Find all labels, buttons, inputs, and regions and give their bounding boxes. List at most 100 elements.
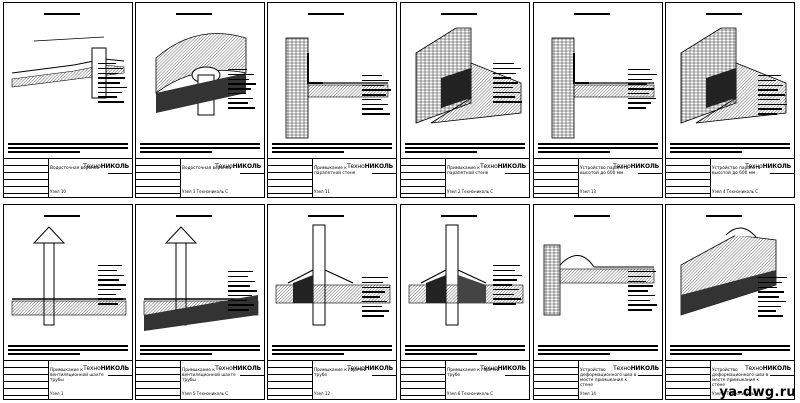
detail-caption: Водосточная воронка — [182, 166, 232, 171]
brand-logo: ТехноНИКОЛЬ — [83, 163, 129, 170]
detail-caption: Примыкание к вентиляционной шахте трубы — [50, 368, 104, 383]
detail-caption: Устройство деформационного шва в месте п… — [580, 368, 637, 388]
title-block-cells — [4, 159, 49, 197]
sheet-header-text — [706, 215, 742, 217]
brand-part-a: Техно — [83, 163, 101, 170]
callout-labels — [98, 265, 128, 308]
detail-drawing — [680, 227, 777, 316]
sheet-header-text — [574, 215, 610, 217]
sheet-notes — [670, 141, 790, 155]
detail-drawing-canvas — [551, 37, 655, 139]
detail-caption: Примыкание к вентиляционной шахте трубы — [182, 368, 236, 383]
detail-drawing — [155, 33, 247, 116]
title-block-cells — [534, 361, 579, 399]
drawing-sheet: Устройство деформационного шва в месте п… — [665, 204, 795, 400]
brand-part-a: Техно — [215, 163, 233, 170]
brand-logo: ТехноНИКОЛЬ — [745, 163, 791, 170]
brand-logo: ТехноНИКОЛЬ — [347, 365, 393, 372]
callout-labels — [758, 277, 788, 320]
detail-drawing — [680, 27, 787, 124]
title-block-cells — [666, 361, 711, 399]
brand-part-a: Техно — [745, 365, 763, 372]
brand-part-b: НИКОЛЬ — [232, 163, 262, 170]
detail-caption: Устройство парапета высотой до 600 мм — [712, 166, 761, 176]
detail-number: Узел 1 — [50, 391, 64, 396]
brand-part-b: НИКОЛЬ — [497, 163, 527, 170]
brand-logo: ТехноНИКОЛЬ — [745, 365, 791, 372]
callout-labels — [493, 63, 523, 106]
callout-labels — [228, 271, 258, 314]
brand-part-a: Техно — [613, 365, 631, 372]
title-block-cells — [136, 361, 181, 399]
brand-logo: ТехноНИКОЛЬ — [613, 163, 659, 170]
watermark-text: ya-dwg.ru — [719, 385, 796, 400]
detail-drawing — [543, 244, 655, 316]
detail-number: Узел 2 Технониколь С — [447, 189, 494, 194]
title-block-cells — [268, 361, 313, 399]
brand-part-b: НИКОЛЬ — [364, 163, 394, 170]
detail-caption: Примыкание к горячей трубе — [314, 368, 367, 378]
detail-drawing-canvas — [275, 224, 391, 326]
sheet-header-text — [308, 215, 344, 217]
brand-logo: ТехноНИКОЛЬ — [613, 365, 659, 372]
detail-drawing-canvas — [143, 226, 259, 331]
callout-labels — [758, 75, 788, 118]
sheet-header-text — [574, 13, 610, 15]
brand-part-a: Техно — [745, 163, 763, 170]
sheet-header-text — [441, 215, 477, 217]
detail-number: Узел 11 — [314, 189, 330, 194]
sheet-notes — [272, 141, 392, 155]
brand-part-b: НИКОЛЬ — [762, 365, 792, 372]
brand-logo: ТехноНИКОЛЬ — [83, 365, 129, 372]
brand-part-b: НИКОЛЬ — [630, 365, 660, 372]
sheet-header-text — [44, 215, 80, 217]
detail-caption: Устройство парапета высотой до 600 мм — [580, 166, 629, 176]
brand-part-b: НИКОЛЬ — [630, 163, 660, 170]
detail-drawing-canvas — [680, 227, 777, 316]
detail-drawing — [551, 37, 655, 139]
title-block-cells — [666, 159, 711, 197]
detail-caption: Примыкание к горячей трубе — [447, 368, 500, 378]
detail-number: Узел 3 Технониколь С — [182, 189, 229, 194]
detail-drawing — [11, 226, 127, 326]
detail-caption: Примыкание к парапетной стене — [314, 166, 356, 176]
sheet-header-text — [441, 13, 477, 15]
drawing-sheet: Устройство парапета высотой до 600 мм Узе… — [533, 2, 663, 198]
sheet-notes — [405, 141, 525, 155]
title-block-cells — [534, 159, 579, 197]
sheet-header-text — [176, 13, 212, 15]
brand-part-a: Техно — [347, 163, 365, 170]
sheet-header-text — [308, 13, 344, 15]
detail-number: Узел 5 Технониколь С — [182, 391, 229, 396]
title-block-cells — [136, 159, 181, 197]
sheet-notes — [272, 343, 392, 357]
brand-part-a: Техно — [347, 365, 365, 372]
callout-labels — [362, 277, 392, 320]
brand-part-b: НИКОЛЬ — [232, 365, 262, 372]
detail-number: Узел 10 — [50, 189, 66, 194]
brand-logo: ТехноНИКОЛЬ — [215, 163, 261, 170]
callout-labels — [628, 271, 658, 314]
brand-part-b: НИКОЛЬ — [100, 163, 130, 170]
callout-labels — [98, 63, 128, 106]
brand-part-b: НИКОЛЬ — [497, 365, 527, 372]
sheet-notes — [670, 343, 790, 357]
detail-number: Узел 13 — [580, 189, 596, 194]
brand-part-b: НИКОЛЬ — [762, 163, 792, 170]
detail-drawing — [285, 37, 389, 139]
brand-logo: ТехноНИКОЛЬ — [347, 163, 393, 170]
detail-caption: Примыкание к парапетной стене — [447, 166, 489, 176]
